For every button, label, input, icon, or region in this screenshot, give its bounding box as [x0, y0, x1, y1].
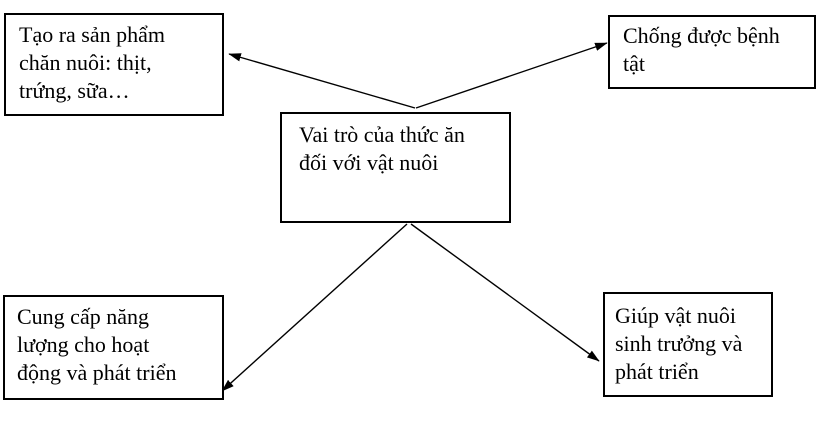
node-bottom-left-line-2: lượng cho hoạt	[17, 332, 150, 357]
arrow-center-to-top-right	[415, 42, 608, 109]
node-bottom-left-line-3: động và phát triển	[17, 360, 177, 385]
node-bottom-right: Giúp vật nuôi sinh trưởng và phát triển	[603, 292, 773, 397]
node-bottom-right-line-2: sinh trưởng và	[615, 331, 743, 356]
node-center-line-1: Vai trò của thức ăn	[299, 122, 465, 147]
node-center: Vai trò của thức ăn đối với vật nuôi	[280, 112, 511, 223]
node-top-left: Tạo ra sản phẩm chăn nuôi: thịt, trứng, …	[4, 13, 224, 116]
node-bottom-right-line-1: Giúp vật nuôi	[615, 303, 736, 328]
node-bottom-left: Cung cấp năng lượng cho hoạt động và phá…	[3, 295, 224, 400]
node-top-left-line-2: chăn nuôi: thịt,	[19, 50, 152, 75]
node-center-line-2: đối với vật nuôi	[299, 150, 439, 175]
node-top-left-line-1: Tạo ra sản phẩm	[19, 22, 165, 47]
node-bottom-left-line-1: Cung cấp năng	[17, 304, 149, 329]
node-top-right-line-2: tật	[623, 51, 645, 76]
node-top-right-line-1: Chống được bệnh	[623, 23, 780, 48]
node-top-left-line-3: trứng, sữa…	[19, 78, 130, 103]
node-top-right: Chống được bệnh tật	[608, 15, 816, 89]
arrow-center-to-bottom-left	[221, 223, 408, 392]
arrow-center-to-bottom-right	[410, 223, 600, 362]
arrow-center-to-top-left	[228, 53, 416, 109]
node-bottom-right-line-3: phát triển	[615, 359, 699, 384]
